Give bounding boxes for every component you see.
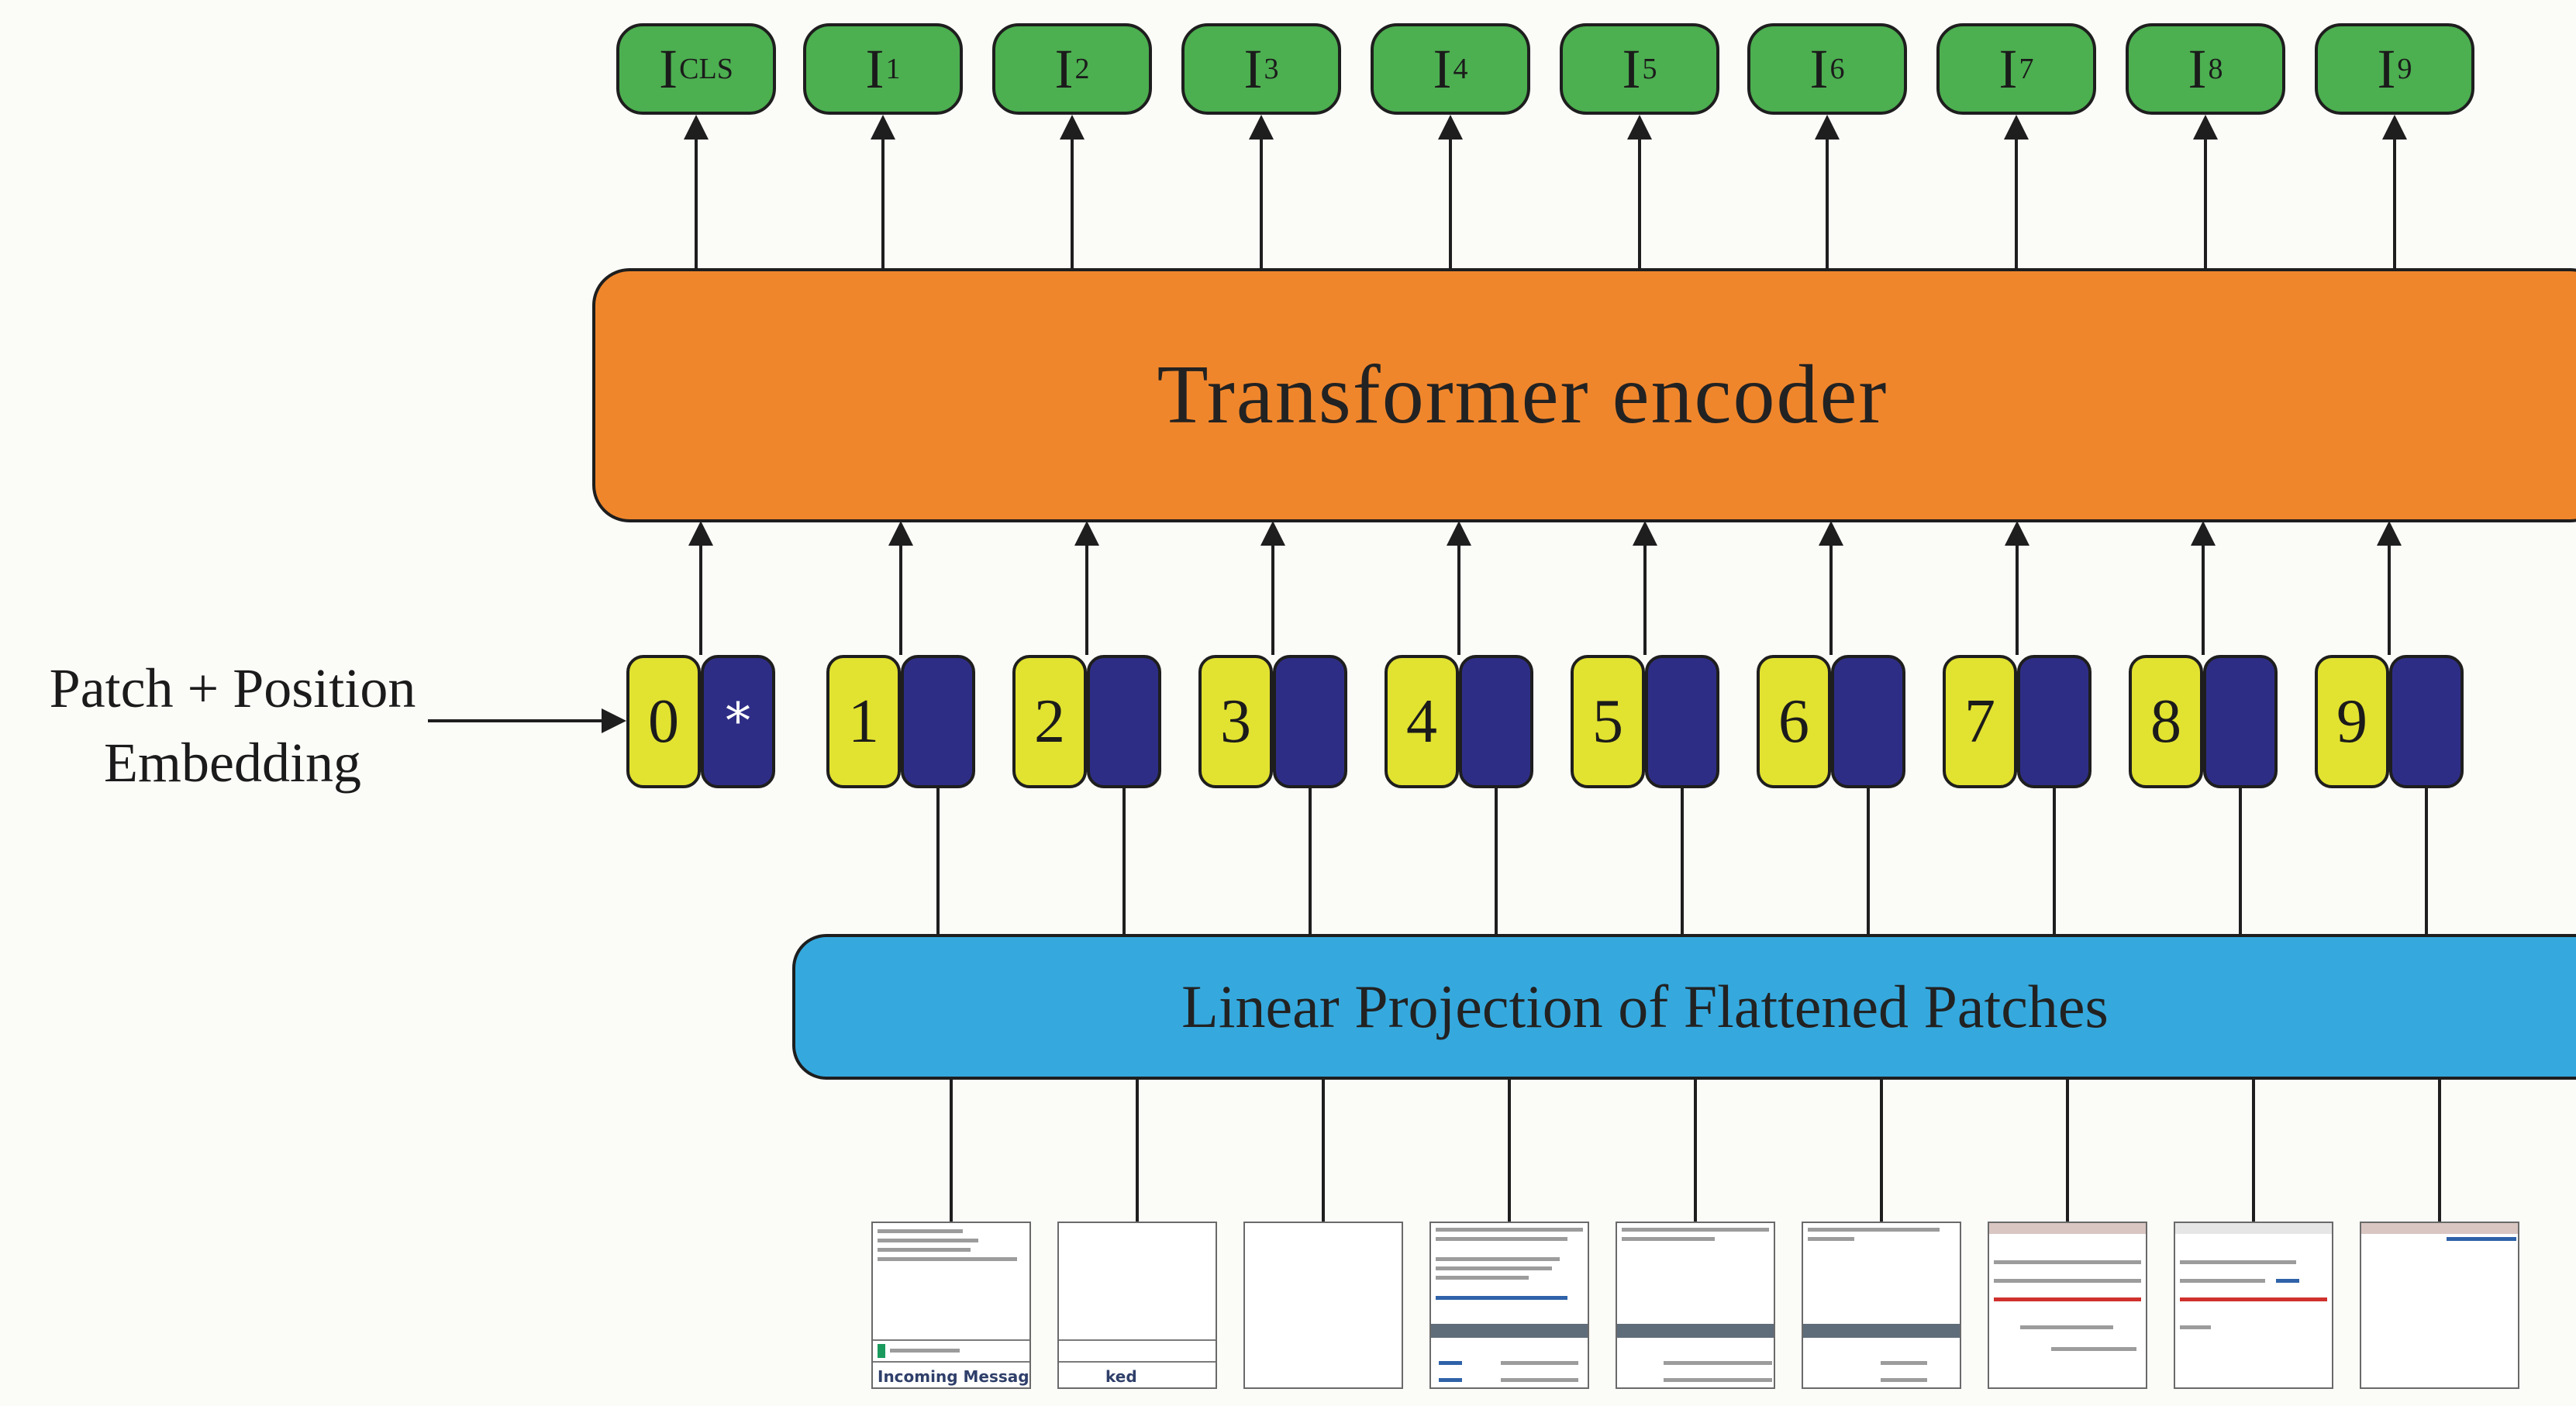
position-embedding bbox=[1831, 655, 1905, 788]
image-patch-3 bbox=[1243, 1222, 1403, 1389]
image-patch-5 bbox=[1616, 1222, 1775, 1389]
transformer-encoder-block: Transformer encoder bbox=[592, 268, 2576, 522]
image-patch-7 bbox=[1988, 1222, 2147, 1389]
position-embedding bbox=[2389, 655, 2464, 788]
position-embedding bbox=[1645, 655, 1719, 788]
linear-projection-block: Linear Projection of Flattened Patches bbox=[792, 934, 2576, 1080]
linear-projection-label: Linear Projection of Flattened Patches bbox=[1181, 973, 2109, 1040]
position-embedding bbox=[901, 655, 975, 788]
image-patch-9 bbox=[2360, 1222, 2519, 1389]
position-embedding bbox=[2017, 655, 2091, 788]
position-embedding bbox=[1273, 655, 1347, 788]
position-embedding bbox=[2203, 655, 2278, 788]
image-patch-1: Incoming Messages bbox=[871, 1222, 1031, 1389]
image-patch-4 bbox=[1429, 1222, 1589, 1389]
image-patch-8 bbox=[2174, 1222, 2333, 1389]
position-embedding bbox=[1459, 655, 1533, 788]
image-patch-6 bbox=[1802, 1222, 1961, 1389]
patch-position-embedding-label: Patch + Position Embedding bbox=[49, 657, 416, 794]
class-token-position-icon: * bbox=[701, 655, 775, 788]
patch-caption: Incoming Messages bbox=[878, 1367, 1029, 1386]
image-patch-2: ked bbox=[1057, 1222, 1217, 1389]
position-embedding bbox=[1087, 655, 1161, 788]
transformer-encoder-label: Transformer encoder bbox=[1157, 349, 1888, 441]
